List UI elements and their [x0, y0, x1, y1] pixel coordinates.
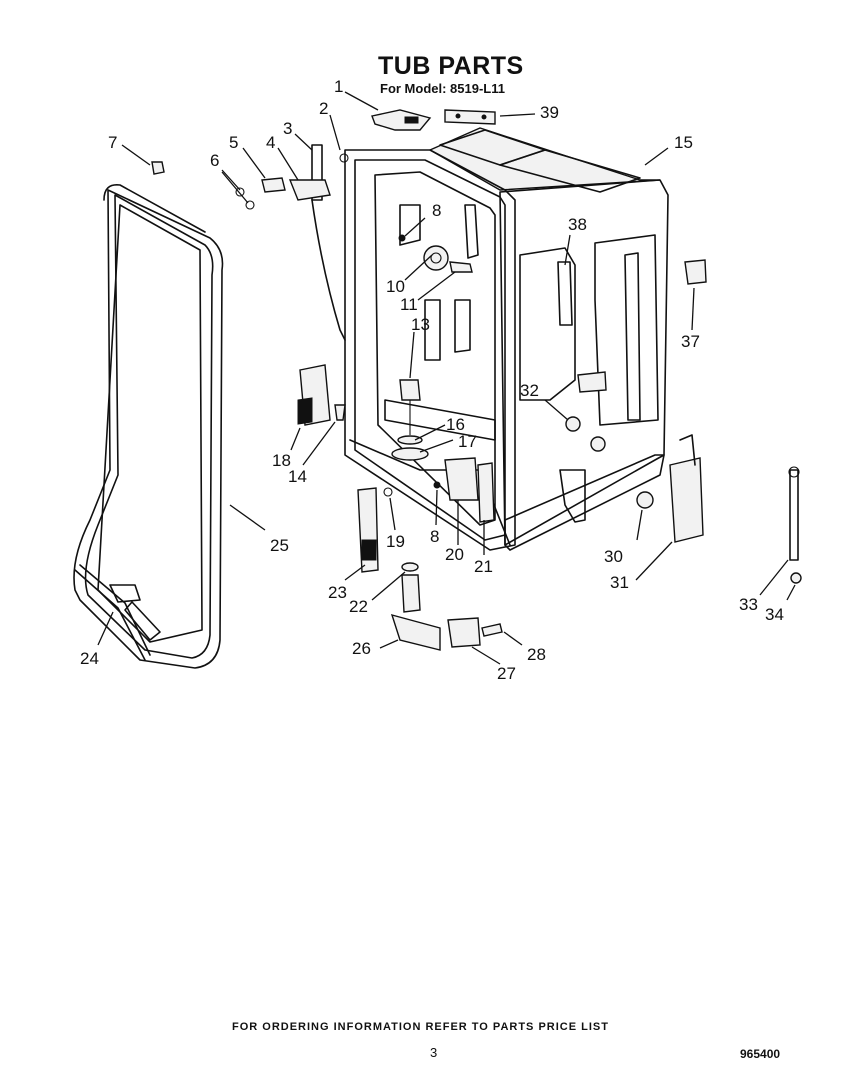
callout-30: 30 [604, 547, 623, 566]
part-39-bracket [444, 109, 496, 125]
callout-6: 6 [210, 151, 219, 170]
tub-small-parts [297, 234, 802, 651]
callout-8: 8 [432, 201, 441, 220]
callout-25: 25 [270, 536, 289, 555]
callout-20: 20 [445, 545, 464, 564]
callout-11: 11 [400, 295, 418, 314]
callout-18: 18 [272, 451, 291, 470]
callout-16: 16 [446, 415, 465, 434]
callout-39: 39 [540, 103, 559, 122]
callout-21: 21 [474, 557, 493, 576]
tub-body [344, 127, 669, 551]
hinge-hardware [151, 144, 349, 341]
callout-33: 33 [739, 595, 758, 614]
callout-27: 27 [497, 664, 516, 683]
callout-23: 23 [328, 583, 347, 602]
callout-14: 14 [288, 467, 307, 486]
diagram-id: 965400 [740, 1047, 781, 1061]
callout-34: 34 [765, 605, 784, 624]
callout-19: 19 [386, 532, 405, 551]
callout-26: 26 [352, 639, 371, 658]
callout-38: 38 [568, 215, 587, 234]
callout-17: 17 [458, 432, 477, 451]
callout-labels: 1 2 3 4 5 6 7 8 10 11 13 14 15 16 17 18 … [80, 77, 784, 683]
callout-32: 32 [520, 381, 539, 400]
callout-4: 4 [266, 133, 275, 152]
callout-37: 37 [681, 332, 700, 351]
callout-24: 24 [80, 649, 99, 668]
model-subtitle: For Model: 8519-L11 [380, 81, 505, 96]
callout-8b: 8 [430, 527, 439, 546]
callout-15: 15 [674, 133, 693, 152]
callout-1: 1 [334, 77, 343, 96]
page-title: TUB PARTS [378, 52, 524, 80]
callout-2: 2 [319, 99, 328, 118]
door-gasket [73, 183, 224, 669]
callout-28: 28 [527, 645, 546, 664]
callout-31: 31 [610, 573, 629, 592]
callout-3: 3 [283, 119, 292, 138]
leader-lines [97, 91, 796, 665]
callout-22: 22 [349, 597, 368, 616]
ordering-info-note: FOR ORDERING INFORMATION REFER TO PARTS … [232, 1021, 609, 1033]
callout-7: 7 [108, 133, 117, 152]
page-number: 3 [430, 1045, 438, 1060]
part-1-bracket [371, 109, 432, 131]
callout-10: 10 [386, 277, 405, 296]
callout-13: 13 [411, 315, 430, 334]
door-strip [74, 564, 161, 661]
callout-5: 5 [229, 133, 238, 152]
